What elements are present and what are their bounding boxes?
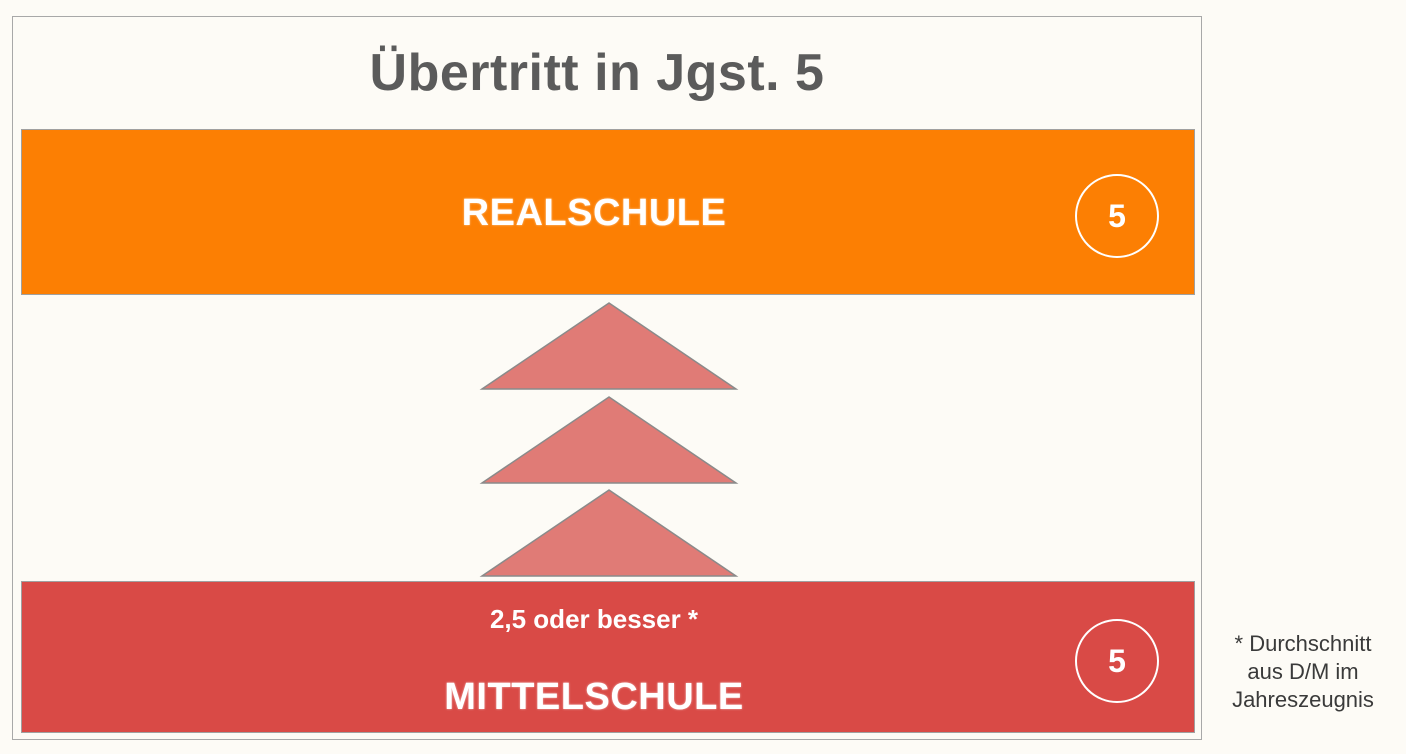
slide: Übertritt in Jgst. 5 REALSCHULE 5 2,5 od… <box>12 16 1202 740</box>
page-title: Übertritt in Jgst. 5 <box>369 44 825 102</box>
mittelschule-band: 2,5 oder besser * MITTELSCHULE 5 <box>21 581 1195 733</box>
grade-requirement: 2,5 oder besser * <box>489 604 699 634</box>
footnote-line-2: aus D/M im <box>1247 659 1359 684</box>
up-arrow-middle <box>479 396 739 484</box>
up-arrow-bottom <box>479 489 739 577</box>
realschule-grade-badge: 5 <box>1075 174 1159 258</box>
realschule-label: REALSCHULE <box>461 192 727 234</box>
realschule-band: REALSCHULE 5 <box>21 129 1195 295</box>
mittelschule-grade-badge: 5 <box>1075 619 1159 703</box>
footnote-line-1: * Durchschnitt <box>1234 631 1372 656</box>
mittelschule-label: MITTELSCHULE <box>444 676 744 718</box>
up-arrows-icon <box>479 302 739 577</box>
up-arrow-top <box>479 302 739 390</box>
footnote: * Durchschnitt aus D/M im Jahreszeugnis <box>1208 630 1398 714</box>
footnote-line-3: Jahreszeugnis <box>1232 687 1374 712</box>
